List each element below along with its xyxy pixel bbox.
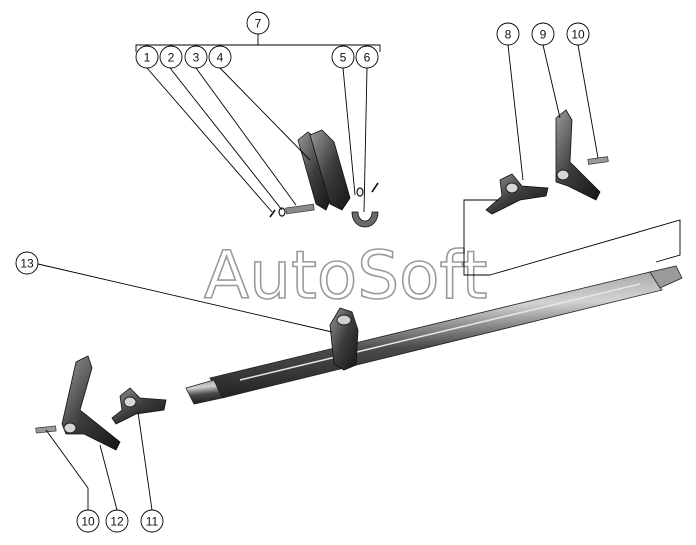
lever-12 (61, 355, 121, 451)
callout-7: 7 (246, 11, 270, 35)
svg-text:3: 3 (193, 51, 200, 65)
pin-10-lower (35, 425, 57, 434)
callout-8: 8 (496, 22, 520, 46)
svg-text:2: 2 (168, 51, 175, 65)
callout-6: 6 (355, 45, 379, 69)
svg-text:5: 5 (340, 51, 347, 65)
svg-text:6: 6 (364, 51, 371, 65)
callout-5: 5 (331, 45, 355, 69)
leader-lines (37, 44, 599, 511)
svg-text:7: 7 (255, 17, 262, 31)
bracket-11 (111, 387, 167, 425)
callout-10-lower: 10 (76, 509, 100, 533)
callout-9: 9 (531, 22, 555, 46)
svg-text:4: 4 (217, 51, 224, 65)
callout-11: 11 (140, 509, 164, 533)
callout-3: 3 (184, 45, 208, 69)
svg-text:10: 10 (571, 28, 585, 42)
callout-2: 2 (159, 45, 183, 69)
svg-text:13: 13 (20, 257, 34, 271)
svg-text:9: 9 (540, 28, 547, 42)
callout-10-upper: 10 (566, 22, 590, 46)
svg-text:11: 11 (146, 515, 159, 529)
callout-13: 13 (15, 251, 39, 275)
callouts: 7 1 2 3 4 5 6 8 (15, 11, 590, 533)
svg-text:10: 10 (81, 515, 95, 529)
assembly-lines (463, 199, 681, 276)
svg-text:1: 1 (144, 51, 151, 65)
callout-4: 4 (208, 45, 232, 69)
main-shaft (185, 265, 683, 405)
svg-text:8: 8 (505, 28, 512, 42)
callout-bracket-7 (135, 34, 381, 52)
lever-9 (555, 109, 601, 201)
watermark: AutoSoft (204, 237, 487, 314)
callout-12: 12 (105, 509, 129, 533)
shaft-clamp (329, 307, 359, 371)
linkage-assembly (269, 129, 379, 228)
svg-text:12: 12 (110, 515, 124, 529)
bracket-8 (485, 173, 549, 215)
callout-1: 1 (135, 45, 159, 69)
